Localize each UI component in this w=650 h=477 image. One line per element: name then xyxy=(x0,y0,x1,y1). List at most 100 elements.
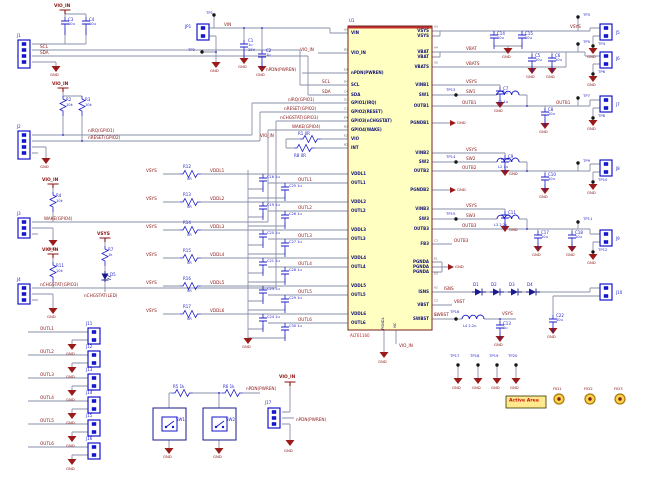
net-label: OUTL3 xyxy=(298,232,312,238)
connector-j8 xyxy=(599,159,613,177)
pushbutton-sw1 xyxy=(152,407,187,441)
component-ref: R3 xyxy=(85,97,91,102)
component-ref: C5 xyxy=(535,53,541,58)
ic-pin-name: PGNDA xyxy=(413,264,429,269)
component-ref: R6 1k xyxy=(223,384,235,389)
gnd-label: GND xyxy=(66,420,75,426)
ic-pin-name: NC xyxy=(393,322,398,328)
gnd-label: GND xyxy=(455,264,464,270)
net-label: SDA xyxy=(322,88,331,94)
ic-pin-name: GPIO1(IRQ) xyxy=(351,100,377,105)
component-ref: R8 0R xyxy=(294,153,306,158)
component-value: C29 1u xyxy=(289,296,302,301)
gnd-label: GND xyxy=(587,126,596,132)
fiducial-fid3 xyxy=(614,393,626,405)
component-ref: C22 xyxy=(556,313,564,318)
net-label: VSYS xyxy=(146,195,157,201)
component-ref: C7 xyxy=(503,86,509,91)
component-value: 10u xyxy=(575,235,582,240)
ic-pin-name: GPIO4(WAKE) xyxy=(351,127,382,132)
component-value: 10u xyxy=(535,58,542,63)
component-value: 10u xyxy=(548,112,555,117)
component-ref: R1 0R xyxy=(298,131,310,136)
component-ref: R2 xyxy=(66,97,72,102)
component-ref: R7 xyxy=(108,247,114,252)
net-label: VDDL5 xyxy=(210,279,225,285)
pin-number: D1 xyxy=(434,312,439,317)
net-label: VSYS xyxy=(466,78,477,84)
net-label: SWBST xyxy=(434,311,449,317)
ic-pin-name: SW1 xyxy=(418,92,429,97)
pin-number: B2 xyxy=(344,142,348,147)
component-value: 10k xyxy=(56,269,63,274)
fiducial-fid2 xyxy=(584,393,596,405)
component-ref: C2 xyxy=(266,48,272,53)
net-label: VIO_IN xyxy=(399,342,413,348)
ic-pin-name: VSYS xyxy=(417,28,429,33)
gnd-label: GND xyxy=(66,351,75,357)
ic-pin-name: GPIO3(nCHGSTAT) xyxy=(351,118,392,123)
component-ref: U1 xyxy=(349,18,355,23)
net-label: SCL xyxy=(322,78,330,84)
testpoint-label: TP5 xyxy=(583,39,591,45)
component-ref: C3 xyxy=(68,17,74,22)
component-ref: R5 1k xyxy=(173,384,185,389)
ic-pin-name: VBAT xyxy=(417,49,429,54)
component-value: 0R xyxy=(187,177,192,182)
component-ref: J13 xyxy=(86,367,93,372)
gnd-label: GND xyxy=(47,246,56,252)
gnd-label: GND xyxy=(494,108,503,114)
net-label: nIRQ(GPIO1) xyxy=(88,127,115,133)
net-label: VBST xyxy=(454,298,465,304)
connector-j12 xyxy=(87,350,101,368)
gnd-label: GND xyxy=(66,397,75,403)
component-value: 10u xyxy=(555,58,562,63)
component-value: L4 2.2u xyxy=(463,324,477,329)
gnd-label: GND xyxy=(547,334,556,340)
component-value: 0R xyxy=(187,205,192,210)
testpoint-label: TP18 xyxy=(470,353,480,359)
ic-pin-name: VINB2 xyxy=(415,150,429,155)
component-value: 1u xyxy=(248,43,253,48)
component-ref: R17 xyxy=(183,304,191,309)
net-label: VSYS xyxy=(146,279,157,285)
gnd-label: GND xyxy=(40,164,49,170)
pin-number: E3 xyxy=(344,67,348,72)
component-ref: C9 xyxy=(508,154,514,159)
power-symbol xyxy=(98,237,112,243)
ic-pin-name: PGNDA xyxy=(413,269,429,274)
connector-j16 xyxy=(87,442,101,460)
connector-j17 xyxy=(267,407,281,429)
component-ref: J5 xyxy=(616,30,620,35)
component-value: 10u xyxy=(556,318,563,323)
net-label: VDDL3 xyxy=(210,223,225,229)
component-ref: J1 xyxy=(17,33,21,38)
net-label: OUTL1 xyxy=(40,325,54,331)
net-label: OUTL5 xyxy=(40,417,54,423)
gnd-label: GND xyxy=(213,454,222,460)
ic-pin-name: VIO_IN xyxy=(351,50,366,55)
component-ref: C13 xyxy=(503,321,511,326)
pin-number: C3 xyxy=(344,106,349,111)
power-net-label: VIO_IN xyxy=(279,374,296,380)
component-ref: C17 xyxy=(541,230,549,235)
net-label: OUTL2 xyxy=(298,204,312,210)
ic-pin-name: VSYS xyxy=(417,33,429,38)
net-label: VBATS xyxy=(466,60,480,66)
pin-number: A4 xyxy=(434,45,438,50)
ic-pin-name: OUTB2 xyxy=(413,168,429,173)
component-value: 0R xyxy=(187,233,192,238)
gnd-label: GND xyxy=(66,374,75,380)
pin-number: A2 xyxy=(434,285,438,290)
power-net-label: VIO_IN xyxy=(42,177,59,183)
gnd-label: GND xyxy=(163,454,172,460)
component-ref: C15 xyxy=(525,31,533,36)
ic-pin-name: PGNDA xyxy=(413,259,429,264)
gnd-label: GND xyxy=(510,385,519,391)
ic-pin-name: OUTL1 xyxy=(351,180,366,185)
gnd-label: GND xyxy=(47,314,56,320)
testpoint-label: TP17 xyxy=(450,353,460,359)
ic-pin-name: SW3 xyxy=(418,216,429,221)
testpoint-label: TP2 xyxy=(188,47,196,53)
